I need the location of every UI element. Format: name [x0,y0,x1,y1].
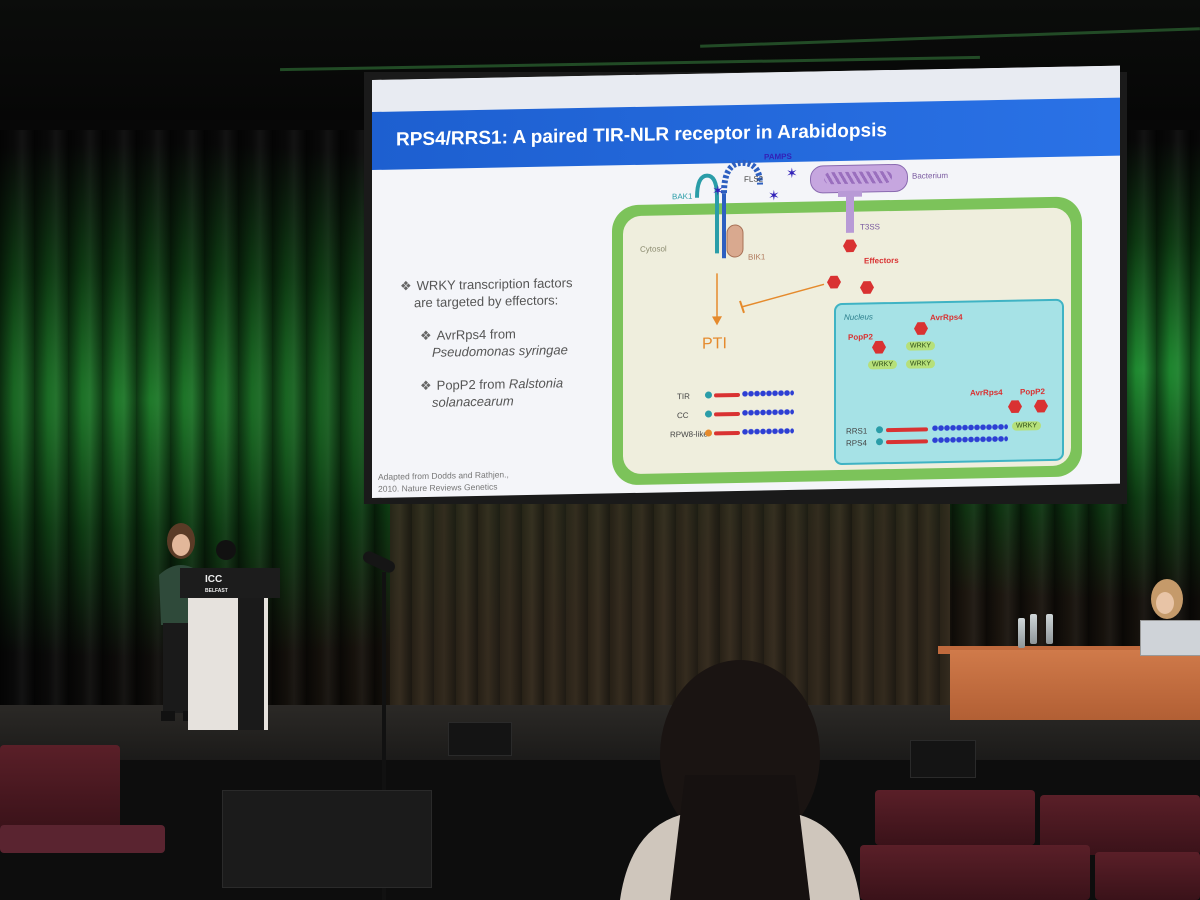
receptor-diagram [695,159,825,326]
audience-seat [875,790,1035,845]
laptop [1140,620,1200,656]
podium-lamp [216,540,236,560]
effectors-label: Effectors [864,255,899,266]
bacterium-label: Bacterium [912,170,949,181]
popp2-label: PopP2 [848,332,873,342]
pamp-star-icon: ✶ [768,187,780,204]
front-speaker [222,790,432,888]
nlr-type-label: TIR [677,391,690,402]
podium-top [180,568,280,598]
fls2-receptor [721,159,763,194]
bik1-kinase [726,224,744,258]
lrr-domain [742,427,794,435]
bik1-label: BIK1 [748,252,766,262]
podium-logo: ICC BELFAST [205,574,228,595]
lrr-domain [742,389,794,397]
wrky-tag: WRKY [906,341,935,351]
nbs-domain [714,411,740,417]
lrr-domain [742,408,794,416]
audience-seat [0,745,120,830]
nbs-domain [714,430,740,436]
nucleus-label: Nucleus [844,312,873,322]
bak1-receptor [695,173,719,254]
chair-person [1151,579,1183,619]
stage-monitor [448,722,512,756]
stage-curtain-center [390,500,950,720]
pti-label: PTI [702,335,727,353]
bak1-label: BAK1 [672,191,693,202]
audience-member [620,660,860,900]
inhibition-line [741,283,825,308]
water-bottle [1018,618,1025,648]
rps4-label: RPS4 [846,438,867,448]
bacterial-dna [824,171,892,185]
wrky-tag: WRKY [906,359,935,369]
pamp-star-icon: ✶ [712,182,724,199]
pamps-label: PAMPS [764,151,792,162]
podium-side [238,598,264,730]
t3ss-label: T3SS [860,222,881,232]
audience-seat [0,825,165,853]
wrky-tag: WRKY [868,359,897,370]
audience-seat [860,845,1090,900]
avrrps4-label: AvrRps4 [930,312,963,323]
popp2-label: PopP2 [1020,387,1045,397]
microphone-stand [382,572,386,900]
fls2-label: FLS2 [744,174,764,184]
nlr-type-label: RPW8-like [670,429,708,440]
audience-seat [1095,852,1200,900]
water-bottle [1030,614,1037,644]
nbs-domain [714,392,740,398]
avrrps4-label: AvrRps4 [970,387,1003,398]
water-bottle [1046,614,1053,644]
nlr-type-label: CC [677,410,689,421]
pamp-star-icon: ✶ [786,164,798,182]
rps4-nbs-domain [886,439,928,445]
presentation-slide: RPS4/RRS1: A paired TIR-NLR receptor in … [372,65,1120,498]
inhibition-bar [739,300,745,314]
stage-monitor [910,740,976,778]
rrs1-nbs-domain [886,427,928,433]
pti-arrowhead [712,316,722,326]
presenter-table [950,650,1200,720]
wrky-tag: WRKY [1012,421,1041,431]
rrs1-label: RRS1 [846,426,868,436]
t3ss-needle [846,190,854,233]
